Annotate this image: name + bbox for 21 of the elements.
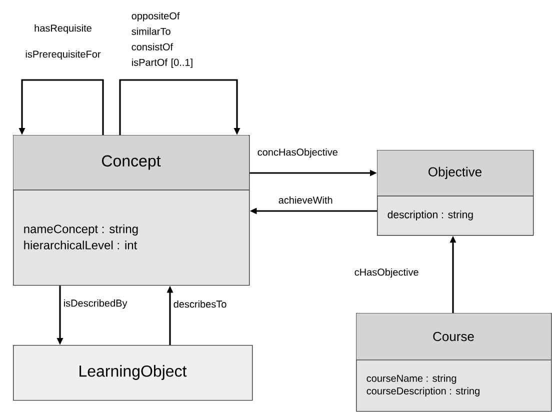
class-box [12, 135, 250, 286]
edge-label: cHasObjective [354, 268, 418, 278]
class-name: Objective [428, 166, 482, 180]
attribute: courseDescription : string [366, 387, 480, 396]
class-name: Course [433, 332, 474, 342]
arrow [119, 79, 240, 135]
attribute: hierarchicalLevel : int [24, 240, 138, 250]
edge-label: achieveWith [278, 196, 332, 204]
edge-label: isDescribedBy [64, 299, 128, 309]
edge-label: concHasObjective [258, 148, 338, 158]
class-name: Concept [102, 155, 161, 170]
class-name: LearningObject [80, 365, 187, 380]
edge-label: describesTo [174, 300, 226, 308]
class-box [376, 150, 534, 236]
class-box [356, 312, 552, 412]
attribute: nameConcept : string [24, 224, 138, 236]
edge-label: oppositeOf similarTo consistOf isPartOf [0..1] [132, 12, 192, 68]
edge-label: hasRequisite isPrerequisiteFor [26, 24, 101, 60]
attribute: courseName : string [366, 374, 456, 384]
attribute: description : string [388, 210, 473, 220]
class-box [13, 344, 253, 401]
